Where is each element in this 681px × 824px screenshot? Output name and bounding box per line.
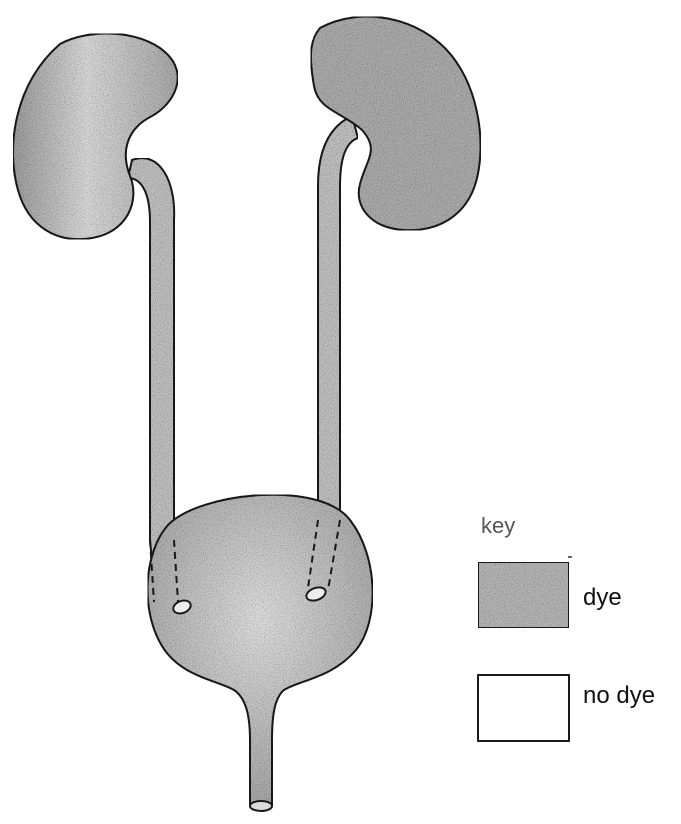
key-title: key [481, 513, 515, 539]
urethra-opening [250, 801, 272, 811]
key-label-dye: dye [583, 584, 622, 612]
bladder [148, 495, 373, 806]
key-dye-swatch [478, 562, 569, 628]
key-no-dye-swatch [478, 675, 569, 741]
key-label-no-dye: no dye [583, 682, 655, 710]
